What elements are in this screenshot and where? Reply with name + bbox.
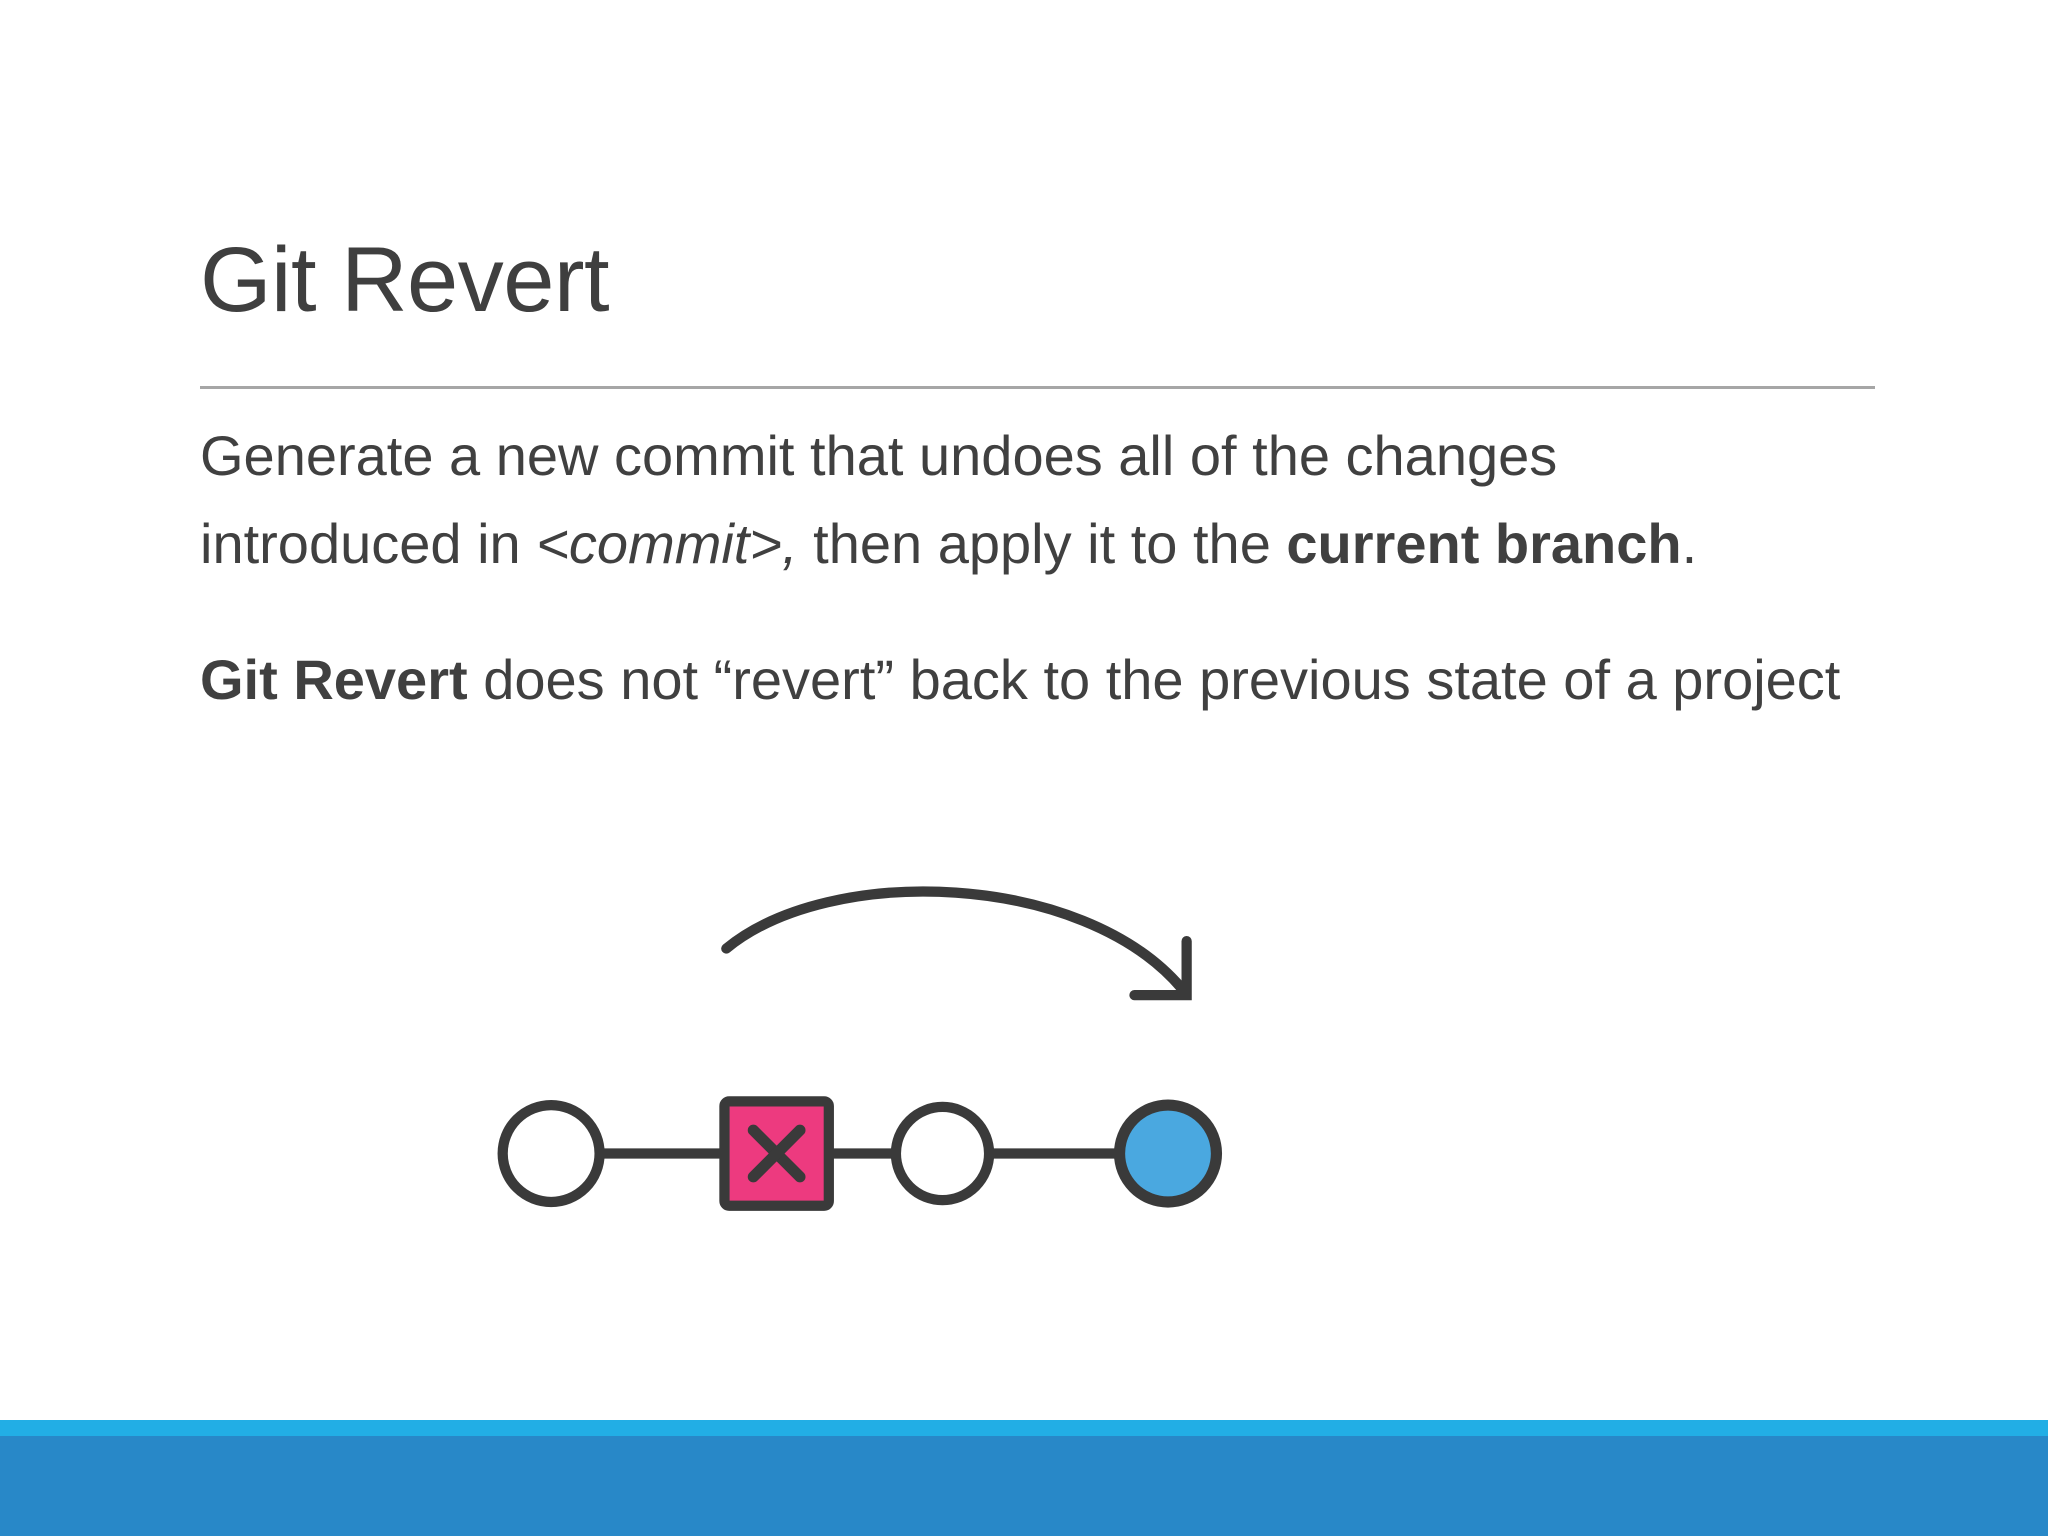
revert-arrow-curve	[721, 886, 1187, 993]
commit-node-3[interactable]	[890, 1101, 995, 1206]
revert-arrow	[721, 886, 1192, 1001]
paragraph-1-commit-placeholder: <commit>,	[536, 512, 798, 575]
commit-node-4-revert[interactable]	[1113, 1099, 1223, 1208]
x-mark-icon	[747, 1124, 806, 1183]
footer-accent-bar-dark	[0, 1436, 2048, 1536]
paragraph-1-segment-5: .	[1681, 512, 1698, 575]
git-revert-diagram	[430, 886, 1250, 1240]
paragraph-1-current-branch: current branch	[1286, 512, 1682, 575]
commit-node-1[interactable]	[497, 1099, 605, 1208]
paragraph-clarification: Git Revert does not “revert” back to the…	[200, 636, 1860, 724]
page-title: Git Revert	[200, 229, 610, 331]
paragraph-1-segment-1: Generate a new commit that undoes all of…	[200, 424, 1558, 575]
paragraph-definition: Generate a new commit that undoes all of…	[200, 412, 1800, 588]
footer-accent-bar-light	[0, 1420, 2048, 1436]
paragraph-2-git-revert: Git Revert	[200, 648, 468, 711]
commit-node-2-reverted[interactable]	[719, 1096, 834, 1211]
title-divider	[200, 386, 1875, 389]
body-content: Generate a new commit that undoes all of…	[200, 412, 1860, 724]
paragraph-1-segment-3: then apply it to the	[797, 512, 1287, 575]
revert-arrow-head	[1129, 935, 1192, 1001]
paragraph-2-segment-2: does not “revert” back to the previous s…	[467, 648, 1841, 711]
